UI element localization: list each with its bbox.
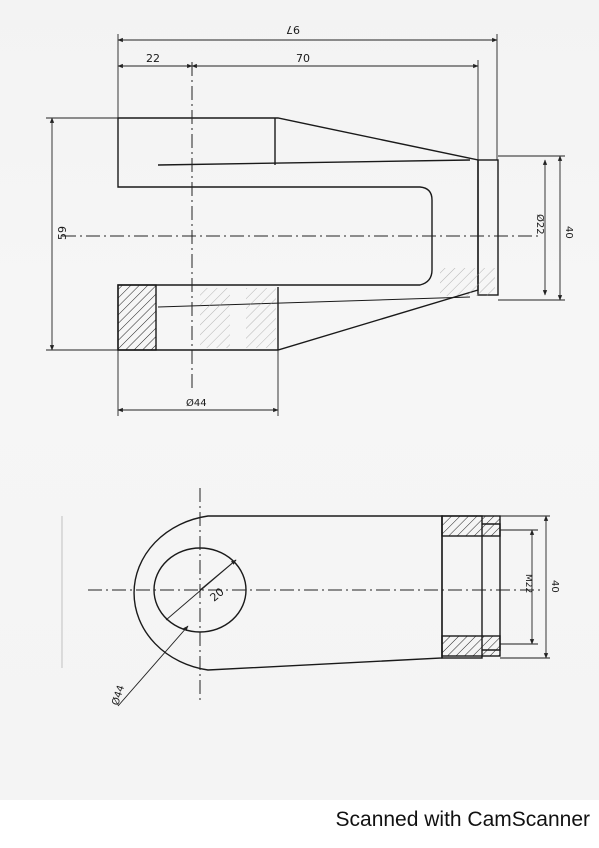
eye-body-outline [133,515,443,671]
dim-hole-radius: 20 [208,585,227,604]
top-centerlines [62,62,540,392]
light-hatch-1 [200,288,230,348]
light-hatch-2 [246,288,276,348]
thread-step [482,523,501,651]
dim-thread: M22 [523,574,533,593]
dim-bottom-eye-diameter: Ø44 [109,684,127,707]
hatched-section [117,284,157,351]
dim-bottom-end-height: 40 [549,580,560,593]
light-hatch-3 [440,268,495,296]
bottom-dimensions [61,515,549,707]
slot-line [157,159,471,166]
top-dimensions [46,34,565,416]
scanner-watermark: Scanned with CamScanner [335,808,590,831]
bottom-centerlines [88,488,540,700]
dim-height: 59 [56,226,69,240]
thread-hatch-bottom [441,635,501,657]
dim-eye-offset: 22 [146,52,160,65]
dim-end-height: 40 [563,226,574,239]
bottom-view [133,515,550,671]
dim-shank-diameter: Ø22 [534,214,546,235]
top-view [117,117,499,351]
top-dimension-labels: 97 22 70 59 Ø22 40 Ø44 [56,23,574,409]
thread-hatch-top [441,515,501,537]
dim-shank-length: 70 [296,52,310,65]
fork-outline [117,117,479,351]
dim-eye-diameter: Ø44 [186,397,207,409]
scanned-sheet [0,0,599,800]
dim-overall-length: 97 [286,23,300,36]
